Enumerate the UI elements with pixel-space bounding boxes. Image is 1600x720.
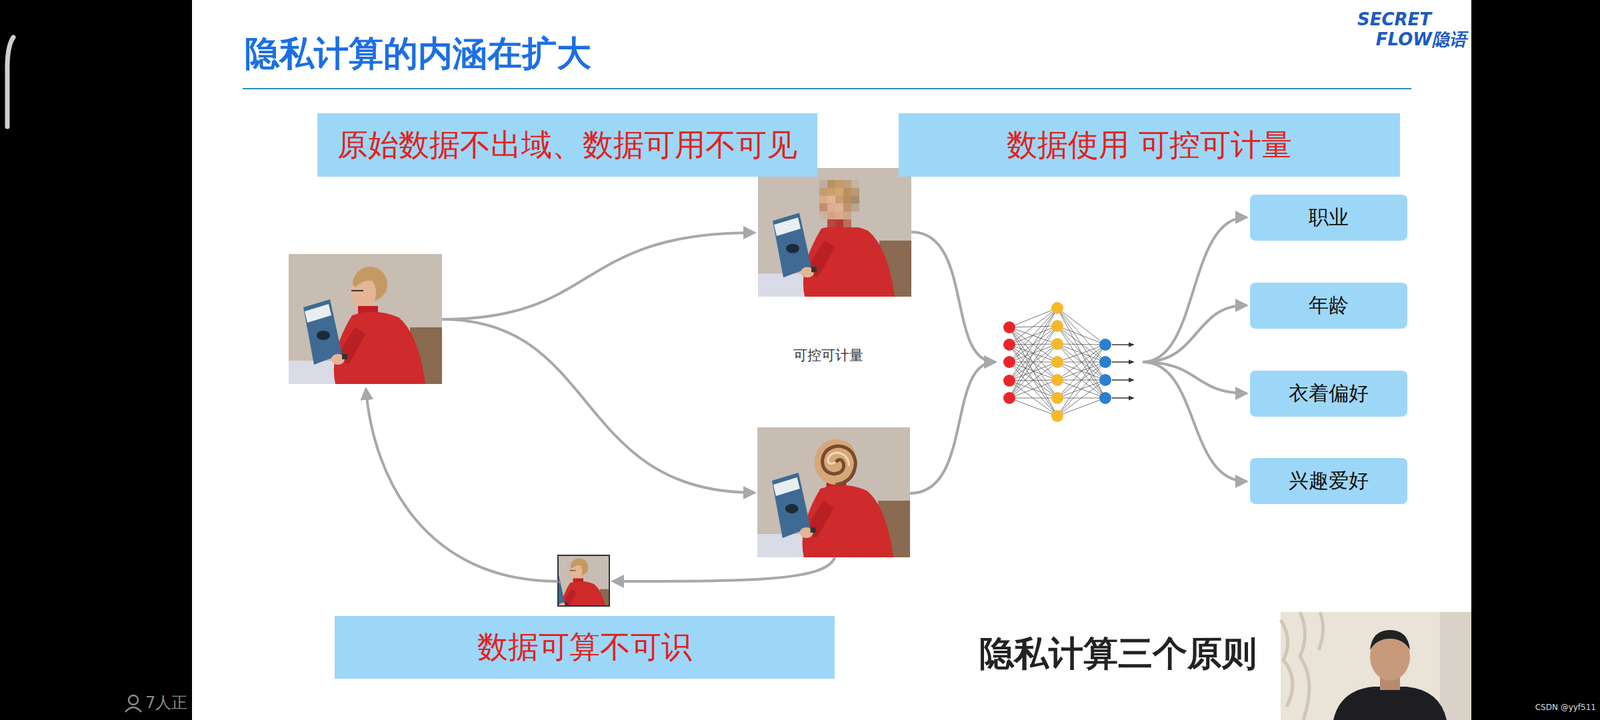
ui-bracket (7, 37, 14, 127)
nn-link (1009, 380, 1058, 398)
nn-link (1057, 380, 1106, 416)
nn-link (1009, 380, 1058, 398)
nn-link (1057, 344, 1106, 416)
nn-link (1057, 308, 1106, 362)
original-photo (288, 254, 442, 384)
node-text: 数据使用 可控可计量 (1006, 124, 1293, 166)
watermark: CSDN @yyf511 (1535, 702, 1596, 712)
nn-neuron (1051, 356, 1064, 368)
nn-link (1009, 344, 1058, 398)
attribute-box: 职业 (1250, 194, 1408, 241)
nn-link (1009, 362, 1058, 398)
viewer-count: 7人正 (145, 692, 188, 714)
nn-link (1057, 308, 1106, 345)
nn-link (1057, 344, 1106, 380)
nn-link (1057, 362, 1106, 416)
attribute-box: 衣着偏好 (1250, 370, 1408, 417)
nn-output (1112, 397, 1134, 399)
nn-link (1009, 326, 1058, 398)
nn-neuron (1051, 392, 1064, 404)
principle-band: 数据使用 可控可计量 (898, 113, 1400, 177)
attribute-box: 年龄 (1250, 282, 1408, 329)
viewer-icon (125, 695, 142, 712)
nn-link (1009, 308, 1058, 328)
nn-neuron (1099, 356, 1112, 368)
nn-output (1112, 361, 1134, 363)
nn-neuron (1099, 392, 1112, 404)
nn-neuron (1003, 338, 1016, 351)
logo-text: SECRET (1357, 9, 1432, 30)
principle-band: 原始数据不出域、数据可用不可见 (317, 113, 818, 177)
attribute-box: 兴趣爱好 (1250, 458, 1408, 504)
nn-neuron (1051, 302, 1064, 314)
nn-link (1009, 362, 1058, 398)
nn-neuron (1051, 410, 1064, 422)
nn-neuron (1003, 321, 1016, 334)
node-text: 衣着偏好 (1288, 380, 1369, 408)
node-text: 数据可算不可识 (477, 626, 692, 668)
nn-neuron (1003, 356, 1016, 368)
principle-band: 数据可算不可识 (334, 616, 835, 679)
nn-neuron (1051, 338, 1064, 350)
nn-link (1009, 398, 1058, 399)
nn-link (1009, 380, 1058, 416)
nn-link (1057, 308, 1106, 380)
node-text: 年龄 (1308, 292, 1349, 320)
nn-link (1057, 344, 1106, 380)
neural-network (1003, 302, 1134, 422)
slide-title: 隐私计算的内涵在扩大 (244, 30, 592, 78)
nn-link (1009, 308, 1058, 398)
nn-link (1009, 308, 1058, 381)
nn-link (1057, 326, 1106, 345)
presenter-webcam (1280, 612, 1472, 720)
title-rule (242, 88, 1412, 90)
nn-link (1057, 344, 1106, 362)
nn-link (1057, 308, 1106, 398)
node-text: 兴趣爱好 (1288, 467, 1369, 495)
swirled-photo (757, 427, 910, 558)
nn-neuron (1051, 374, 1064, 386)
flow-arrows (366, 217, 1246, 582)
node-text: 职业 (1308, 204, 1349, 232)
slide-subtitle: 隐私计算三个原则 (979, 630, 1257, 678)
pixelated-photo (758, 168, 912, 297)
nn-link (1057, 326, 1106, 362)
nn-output (1112, 344, 1134, 346)
nn-output (1112, 379, 1134, 381)
nn-link (1009, 327, 1058, 344)
node-text: 原始数据不出域、数据可用不可见 (337, 124, 798, 166)
nn-link (1009, 308, 1058, 362)
nn-link (1009, 398, 1058, 416)
nn-link (1057, 326, 1106, 398)
nn-link (1009, 308, 1058, 345)
recovered-photo (537, 552, 616, 618)
nn-neuron (1003, 374, 1016, 387)
nn-neuron (1051, 320, 1064, 332)
nn-link (1057, 398, 1106, 416)
nn-link (1057, 344, 1106, 398)
nn-neuron (1003, 392, 1016, 404)
flow-note: 可控可计量 (793, 346, 864, 365)
logo-text: FLOW隐语 (1376, 28, 1467, 52)
nn-link (1057, 344, 1106, 398)
nn-link (1009, 327, 1058, 416)
nn-neuron (1099, 374, 1112, 386)
nn-neuron (1099, 338, 1112, 351)
nn-link (1057, 344, 1106, 345)
photo-frame (558, 555, 610, 606)
nn-link (1009, 344, 1058, 416)
